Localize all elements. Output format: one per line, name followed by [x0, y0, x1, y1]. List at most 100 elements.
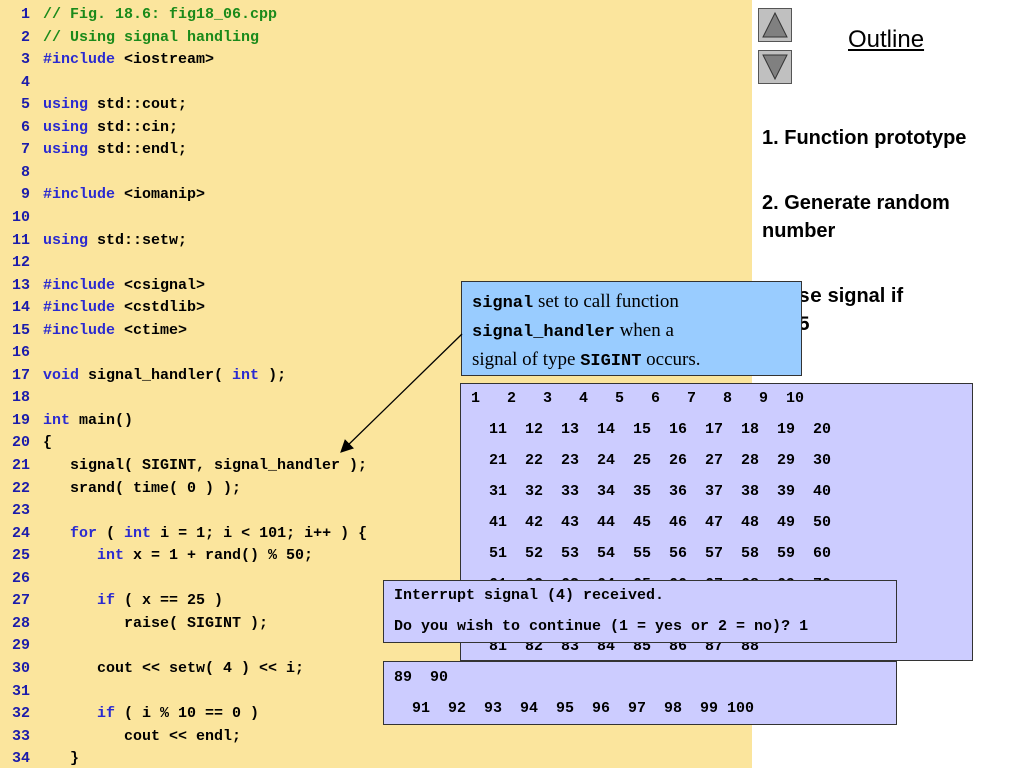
line-number: 25	[11, 547, 30, 565]
code-text: {	[43, 432, 52, 454]
code-text: using std::endl;	[43, 139, 187, 161]
line-number: 31	[11, 682, 30, 700]
line-number: 10	[11, 208, 30, 226]
code-token: <csignal>	[115, 276, 206, 294]
previous-slide-button[interactable]	[758, 8, 792, 42]
callout-code-handler: signal_handler	[472, 323, 615, 342]
code-text: signal( SIGINT, signal_handler );	[43, 455, 367, 477]
callout-code-signal: signal	[472, 294, 534, 313]
callout-text-4: occurs.	[641, 349, 701, 370]
line-number: 1	[20, 6, 30, 23]
line-number: 14	[11, 299, 30, 317]
code-comment: // Fig. 18.6: fig18_06.cpp	[43, 6, 278, 23]
code-token: ( x == 25 )	[115, 592, 224, 610]
code-text: }	[43, 748, 79, 770]
code-text: // Using signal handling	[43, 27, 259, 49]
code-token: std::cout;	[88, 96, 188, 114]
code-keyword: using	[43, 96, 89, 114]
code-token: <iomanip>	[115, 186, 206, 204]
code-token: std::endl;	[88, 141, 188, 159]
line-number: 33	[11, 727, 30, 745]
code-text: using std::cin;	[43, 117, 178, 139]
line-number: 20	[11, 434, 30, 452]
line-number: 12	[11, 254, 30, 272]
callout-text-2: when a	[614, 320, 674, 341]
code-text: cout << endl;	[43, 726, 241, 748]
output-1-row: 31 32 33 34 35 36 37 38 39 40	[471, 483, 832, 500]
line-number: 4	[20, 73, 30, 91]
line-number: 24	[11, 524, 30, 542]
code-token: x = 1 + rand() % 50;	[124, 547, 314, 565]
code-keyword: #include	[43, 299, 116, 317]
code-keyword: #include	[43, 51, 116, 69]
output-2-line-2: Do you wish to continue (1 = yes or 2 = …	[394, 618, 809, 635]
code-token: ( i % 10 == 0 )	[115, 705, 260, 723]
output-1-row: 11 12 13 14 15 16 17 18 19 20	[471, 421, 832, 438]
code-text: using std::cout;	[43, 94, 187, 116]
code-token: <cstdlib>	[115, 299, 206, 317]
code-text: // Fig. 18.6: fig18_06.cpp	[43, 4, 277, 26]
output-1-row: 21 22 23 24 25 26 27 28 29 30	[471, 452, 832, 469]
code-text: if ( i % 10 == 0 )	[43, 703, 259, 725]
code-token: cout << setw( 4 ) << i;	[43, 659, 305, 677]
callout-text-1: set to call function	[533, 291, 679, 312]
code-text: #include <csignal>	[43, 275, 205, 297]
code-keyword: for	[70, 524, 98, 542]
outline-item-3-text: signal if	[822, 285, 904, 307]
code-keyword: #include	[43, 276, 116, 294]
line-number: 32	[11, 705, 30, 723]
code-token: std::setw;	[88, 231, 188, 249]
callout-text-3: signal of type	[472, 349, 581, 370]
line-number: 7	[20, 141, 30, 159]
code-text: using std::setw;	[43, 230, 187, 252]
code-keyword: int	[43, 411, 71, 429]
line-number: 29	[11, 637, 30, 655]
code-token: {	[43, 434, 53, 452]
line-number: 8	[20, 163, 30, 181]
line-number: 16	[11, 344, 30, 362]
code-token: (	[97, 524, 125, 542]
code-token: std::cin;	[88, 118, 179, 136]
line-number: 13	[11, 276, 30, 294]
output-2-line-1: Interrupt signal (4) received.	[394, 587, 665, 604]
triangle-up-icon	[762, 11, 788, 38]
program-output-3: 89 90 91 92 93 94 95 96 97 98 99 100	[383, 661, 897, 725]
code-comment: // Using signal handling	[43, 28, 260, 46]
line-number: 19	[11, 411, 30, 429]
code-token: );	[259, 366, 287, 384]
code-keyword: #include	[43, 186, 116, 204]
code-text: srand( time( 0 ) );	[43, 478, 241, 500]
code-text: cout << setw( 4 ) << i;	[43, 658, 304, 680]
code-text: #include <iostream>	[43, 49, 214, 71]
code-token: }	[43, 750, 80, 768]
code-keyword: using	[43, 231, 89, 249]
output-3-line-2: 91 92 93 94 95 96 97 98 99 100	[394, 700, 755, 717]
code-token: raise( SIGINT );	[43, 614, 269, 632]
code-token: i = 1; i < 101; i++ ) {	[151, 524, 368, 542]
callout-code-sigint: SIGINT	[580, 352, 642, 371]
code-text: int x = 1 + rand() % 50;	[43, 545, 313, 567]
code-keyword: void	[43, 366, 80, 384]
output-1-row: 41 42 43 44 45 46 47 48 49 50	[471, 514, 832, 531]
code-text: void signal_handler( int );	[43, 365, 286, 387]
code-text: for ( int i = 1; i < 101; i++ ) {	[43, 523, 367, 545]
code-text: #include <cstdlib>	[43, 297, 205, 319]
code-keyword: if	[97, 592, 116, 610]
outline-title[interactable]: Outline	[848, 26, 925, 53]
outline-item-1: 1. Function prototype	[762, 127, 967, 149]
line-number: 6	[20, 118, 30, 136]
next-slide-button[interactable]	[758, 50, 792, 84]
code-token: srand( time( 0 ) );	[43, 479, 242, 497]
code-keyword: using	[43, 118, 89, 136]
outline-item-2-line1: 2. Generate random	[762, 192, 950, 214]
line-number: 15	[11, 321, 30, 339]
line-number: 21	[11, 457, 30, 474]
line-number: 17	[11, 366, 30, 384]
line-number: 34	[11, 750, 30, 768]
line-number: 23	[11, 502, 30, 520]
code-token: signal( SIGINT, signal_handler );	[43, 457, 368, 474]
line-number: 28	[11, 614, 30, 632]
outline-item-2-line2: number	[762, 220, 836, 242]
line-number: 5	[20, 96, 30, 114]
